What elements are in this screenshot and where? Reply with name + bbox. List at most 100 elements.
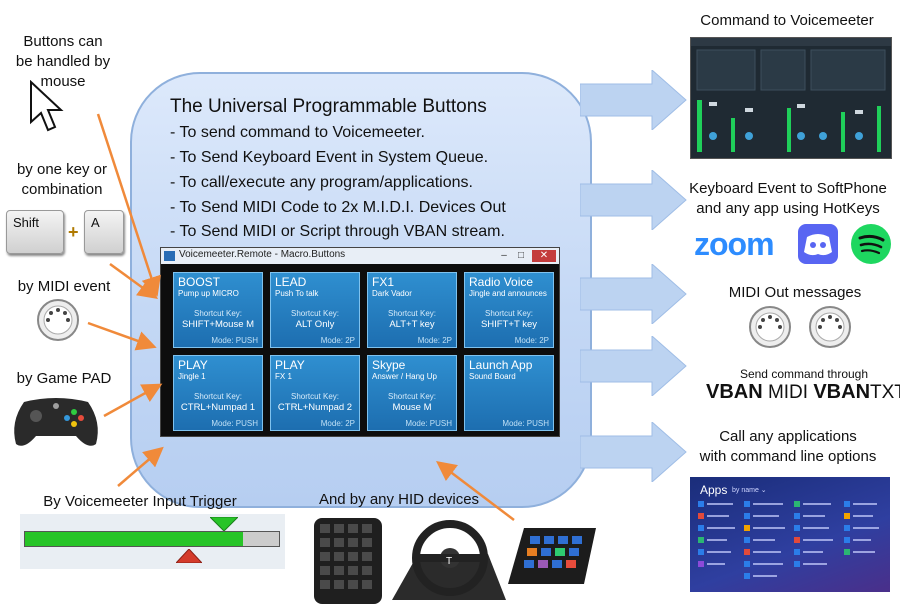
macro-button-subtitle: Jingle 1 [178,372,206,381]
call-apps-label: Call any applications with command line … [680,427,896,467]
midi-connector-icon [37,299,79,341]
macro-button-title: Radio Voice [469,275,534,289]
shortcut-value: ALT Only [295,319,335,330]
macro-button-title: FX1 [372,275,395,289]
macro-button-subtitle: Jingle and announces [469,289,547,298]
close-button[interactable]: ✕ [532,250,556,262]
discord-icon [798,224,838,264]
shortcut-label: Shortcut Key: [193,309,243,318]
macro-button-title: Launch App [469,358,533,372]
minimize-button[interactable]: – [501,250,507,261]
maximize-button[interactable]: □ [517,250,525,261]
macro-button-mode: Mode: 2P [417,336,452,345]
command-label: Command to Voicemeeter [700,12,874,29]
shift-key-icon: Shift [6,210,64,254]
macro-button-title: Skype [372,358,406,372]
shortcut-value: SHIFT+Mouse M [181,319,255,330]
window-titlebar[interactable]: Voicemeeter.Remote - Macro.Buttons – □ ✕ [161,248,559,264]
output-arrow [580,264,687,324]
output-arrow [580,170,687,230]
feature-line: - To Send Keyboard Event in System Queue… [170,149,489,166]
stream-deck-icon [508,528,596,584]
vban-line: VBAN MIDI VBANTXT [706,381,900,404]
shortcut-value: ALT+T key [389,319,435,330]
macro-button-mode: Mode: PUSH [405,419,452,428]
macro-button-subtitle: Pump up MICRO [178,289,239,298]
key-label-line: combination [21,181,103,198]
keyboard-event-line: and any app using HotKeys [696,200,880,217]
trigger-label: By Voicemeeter Input Trigger [43,493,237,510]
mouse-label-line: Buttons can [23,33,103,50]
trigger-threshold-low-icon[interactable] [176,549,202,563]
midi-out-label: MIDI Out messages [728,284,862,301]
window-title: Voicemeeter.Remote - Macro.Buttons [179,249,346,260]
shortcut-value: CTRL+Numpad 2 [277,402,353,413]
midi-event-label: by MIDI event [17,278,111,295]
output-arrow [580,70,687,130]
spotify-icon [851,224,891,264]
apps-screenshot: Apps by name ⌄ [690,477,890,592]
call-apps-line: with command line options [699,448,877,465]
key-label: by one key or combination [2,160,122,200]
midi-out-connector-icon [809,306,851,348]
macro-button-subtitle: Push To talk [275,289,319,298]
shortcut-label: Shortcut Key: [290,392,340,401]
key-label-line: by one key or [16,161,108,178]
apps-title: Apps [700,483,728,497]
gamepad-label: by Game PAD [16,370,112,387]
feature-line: - To call/execute any program/applicatio… [170,174,473,191]
keypad-device-icon [314,518,382,604]
vban-caption: Send command through [739,367,869,381]
macro-buttons-window: Voicemeeter.Remote - Macro.Buttons – □ ✕… [160,247,560,437]
macro-button-mode: Mode: 2P [320,336,355,345]
macro-button-title: LEAD [275,275,307,289]
shortcut-label: Shortcut Key: [193,392,243,401]
macro-button-title: BOOST [178,275,221,289]
macro-button-title: PLAY [178,358,208,372]
midi-out-connector-icon [749,306,791,348]
vban-midi-logo: VBAN [706,381,763,403]
trigger-meter [24,531,280,547]
shortcut-label: Shortcut Key: [387,392,437,401]
macro-button-subtitle: Sound Board [469,372,516,381]
voicemeeter-mixer-icon [691,38,891,152]
feature-line: - To Send MIDI Code to 2x M.I.D.I. Devic… [170,199,506,216]
trigger-threshold-high-icon[interactable] [210,517,238,531]
vban-txt-logo: VBAN [813,381,871,403]
output-arrow [580,422,687,482]
macro-button-mode: Mode: 2P [320,419,355,428]
mouse-label-line: be handled by [15,53,111,70]
plus-sign: + [68,222,79,242]
midi-word: MIDI [762,382,814,403]
trigger-level-bar [25,532,244,546]
shortcut-value: CTRL+Numpad 1 [180,402,256,413]
macro-button-subtitle: Answer / Hang Up [372,372,437,381]
mouse-label: Buttons can be handled by mouse [8,32,118,92]
macro-button-subtitle: Dark Vador [372,289,412,298]
macro-button-mode: Mode: 2P [514,336,549,345]
shortcut-label: Shortcut Key: [387,309,437,318]
mouse-cursor-icon [30,80,64,132]
keyboard-event-line: Keyboard Event to SoftPhone [689,180,887,197]
mouse-label-line: mouse [40,73,86,90]
shortcut-value: SHIFT+T key [480,319,538,330]
macro-button-mode: Mode: PUSH [211,419,258,428]
apps-sort: by name ⌄ [732,487,767,494]
hid-devices-label: And by any HID devices [318,491,480,508]
macro-button-mode: Mode: PUSH [502,419,549,428]
keyboard-event-label: Keyboard Event to SoftPhone and any app … [676,179,900,219]
macro-button-subtitle: FX 1 [275,372,292,381]
apps-grid-icon [698,501,879,579]
macro-button-title: PLAY [275,358,305,372]
app-icon [164,251,175,261]
voicemeeter-screenshot [690,37,892,159]
shortcut-label: Shortcut Key: [484,309,534,318]
